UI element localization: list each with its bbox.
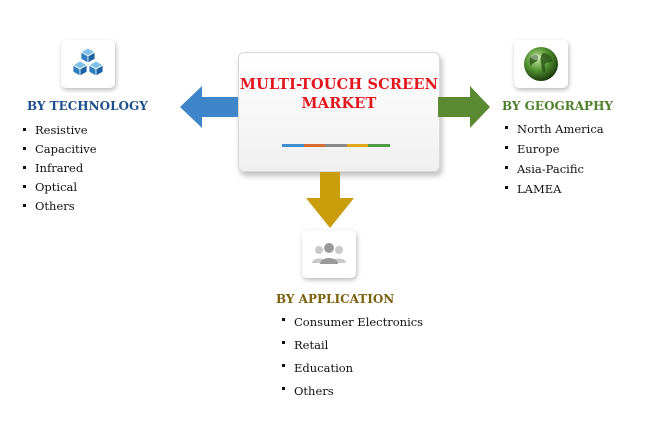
list-item: Others (280, 380, 423, 403)
geography-title: BY GEOGRAPHY (502, 99, 613, 113)
arrow-left-technology (180, 86, 238, 128)
color-bar (282, 144, 390, 147)
color-bar-segment (368, 144, 390, 147)
list-item: Education (280, 357, 423, 380)
technology-title: BY TECHNOLOGY (27, 99, 148, 113)
list-item: Capacitive (21, 140, 97, 159)
globe-icon (524, 47, 558, 81)
users-icon (312, 243, 346, 264)
color-bar-segment (282, 144, 304, 147)
list-item: Europe (503, 139, 604, 159)
list-item: North America (503, 119, 604, 139)
list-item: Retail (280, 334, 423, 357)
list-item: Consumer Electronics (280, 311, 423, 334)
list-item: Optical (21, 178, 97, 197)
list-item: Resistive (21, 121, 97, 140)
technology-list: Resistive Capacitive Infrared Optical Ot… (21, 121, 97, 216)
geography-icon-tile (514, 40, 568, 88)
list-item: Others (21, 197, 97, 216)
market-title-line2: MARKET (301, 95, 377, 112)
cubes-icon (72, 47, 104, 77)
color-bar-segment (303, 144, 326, 147)
application-icon-tile (302, 230, 356, 278)
list-item: Infrared (21, 159, 97, 178)
market-title-line1: MULTI-TOUCH SCREEN (239, 76, 439, 93)
arrow-down-application (306, 172, 354, 228)
application-list: Consumer Electronics Retail Education Ot… (280, 311, 423, 403)
geography-list: North America Europe Asia-Pacific LAMEA (503, 119, 604, 199)
arrow-right-geography (438, 86, 490, 128)
application-title: BY APPLICATION (276, 292, 395, 306)
color-bar-segment (325, 144, 347, 147)
technology-icon-tile (61, 40, 115, 88)
market-center-box: MULTI-TOUCH SCREEN MARKET (238, 52, 440, 172)
list-item: Asia-Pacific (503, 159, 604, 179)
list-item: LAMEA (503, 179, 604, 199)
color-bar-segment (346, 144, 369, 147)
market-title: MULTI-TOUCH SCREEN MARKET (239, 75, 439, 113)
